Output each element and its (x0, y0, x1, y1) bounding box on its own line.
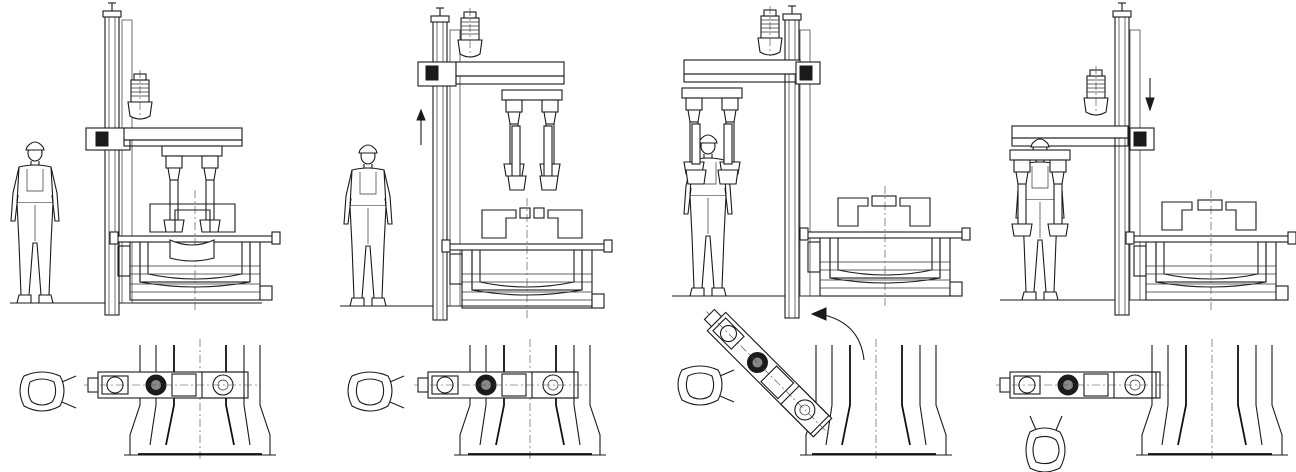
material-bucket-3 (677, 365, 735, 406)
furnace-plan-4 (1135, 338, 1289, 460)
panel-stage-2 (340, 7, 613, 460)
panel-stage-3 (672, 5, 971, 460)
furnace-plan (123, 338, 277, 460)
crane-arm-plan (83, 371, 259, 399)
drive-motor (127, 69, 153, 121)
crane-column-2 (430, 7, 450, 321)
lining-arms-2 (501, 89, 563, 177)
lining-arms (161, 145, 223, 233)
furnace-plan-2 (453, 338, 607, 460)
operator-figure-2 (343, 144, 393, 307)
drive-motor-2 (457, 7, 483, 59)
panel-stage-1 (10, 2, 281, 460)
down-arrow-icon (1145, 78, 1155, 112)
up-arrow-icon (416, 108, 426, 145)
drive-motor-3 (757, 5, 783, 57)
material-bucket-2 (347, 371, 405, 412)
crane-arm-plan-2 (413, 371, 589, 399)
material-bucket (19, 371, 77, 412)
drive-motor-4 (1083, 65, 1109, 117)
crane-column-4 (1112, 2, 1132, 316)
furnace-body-4 (1125, 189, 1296, 311)
furnace-plan-3 (799, 338, 953, 460)
panel-stage-4 (995, 2, 1296, 472)
material-bucket-4 (1025, 415, 1066, 472)
crane-arm-plan-4 (995, 371, 1171, 399)
crane-column-3 (782, 5, 802, 319)
swing-arrow-icon (810, 307, 865, 361)
furnace-body-2 (441, 197, 613, 319)
operator-figure (10, 141, 60, 304)
furnace-body-3 (799, 185, 971, 307)
